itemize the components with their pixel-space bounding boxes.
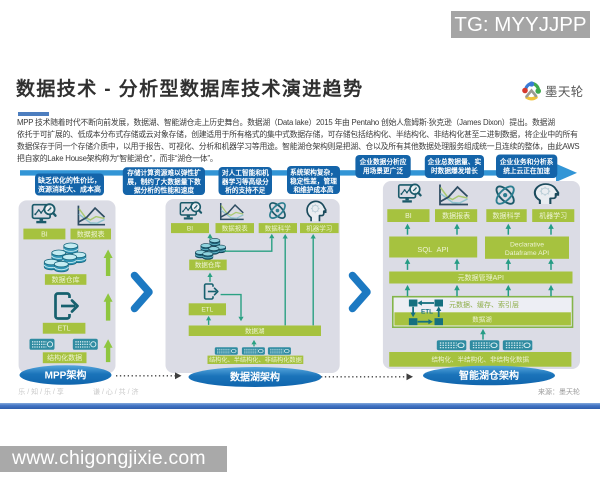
svg-text:数据报表: 数据报表 [77, 229, 105, 238]
svg-text:和维护成本高: 和维护成本高 [293, 185, 333, 194]
svg-text:析的支持不足: 析的支持不足 [225, 185, 265, 194]
svg-text:数据科学: 数据科学 [265, 223, 292, 232]
svg-text:元数据、缓存、索引层: 元数据、缓存、索引层 [449, 300, 519, 309]
svg-text:墨天轮: 墨天轮 [545, 85, 584, 99]
svg-text:元数据管理API: 元数据管理API [458, 273, 504, 282]
svg-text:SQL API: SQL API [417, 245, 448, 254]
svg-text:BI: BI [405, 213, 412, 220]
svg-text:用场景更广泛: 用场景更广泛 [362, 166, 403, 175]
svg-text:结构化、半结构化、非结构化数据: 结构化、半结构化、非结构化数据 [432, 355, 530, 364]
svg-text:数据报表: 数据报表 [442, 211, 470, 220]
svg-text:BI: BI [187, 225, 193, 232]
svg-text:企业数据分析应: 企业数据分析应 [359, 157, 407, 166]
svg-text:企业总数据量、实: 企业总数据量、实 [427, 157, 482, 166]
svg-text:稳定性差，管理: 稳定性差，管理 [290, 176, 337, 185]
svg-text:ETL: ETL [58, 326, 71, 333]
svg-text:Dataframe API: Dataframe API [505, 250, 549, 257]
svg-text:结构化、半结构化、非结构化数据: 结构化、半结构化、非结构化数据 [209, 356, 302, 364]
svg-text:资源消耗大、成本高: 资源消耗大、成本高 [38, 184, 101, 193]
svg-text:来源：墨天轮: 来源：墨天轮 [538, 387, 580, 396]
svg-text:企业业务和分析系: 企业业务和分析系 [499, 157, 554, 166]
svg-text:对人工智能和机: 对人工智能和机 [222, 168, 269, 177]
svg-text:谦 / 心 / 共 / 济: 谦 / 心 / 共 / 济 [93, 387, 139, 396]
svg-text:MPP架构: MPP架构 [45, 369, 87, 382]
svg-text:数据湖: 数据湖 [245, 326, 265, 335]
svg-text:据分析的性能和速度: 据分析的性能和速度 [134, 185, 194, 194]
svg-text:ETL: ETL [421, 308, 433, 315]
svg-text:展，制约了大数据量下数: 展，制约了大数据量下数 [127, 177, 201, 186]
svg-text:存储计算资源难以弹性扩: 存储计算资源难以弹性扩 [127, 168, 201, 177]
svg-text:数据湖: 数据湖 [472, 314, 492, 323]
svg-text:缺乏优化的性价比，: 缺乏优化的性价比， [37, 175, 101, 184]
svg-text:智能湖仓架构: 智能湖仓架构 [459, 369, 519, 382]
svg-text:时数据爆发增长: 时数据爆发增长 [431, 166, 478, 175]
svg-text:数据仓库: 数据仓库 [195, 260, 222, 269]
svg-text:器学习等高级分: 器学习等高级分 [221, 177, 269, 186]
svg-text:ETL: ETL [201, 307, 213, 314]
svg-text:系统架构复杂，: 系统架构复杂， [290, 168, 337, 177]
svg-text:数据科学: 数据科学 [493, 211, 521, 220]
svg-text:统上云正在加速: 统上云正在加速 [503, 166, 550, 175]
svg-text:结构化数据: 结构化数据 [47, 353, 82, 362]
svg-text:机器学习: 机器学习 [539, 211, 567, 220]
svg-text:数据湖架构: 数据湖架构 [230, 371, 280, 384]
svg-text:数据仓库: 数据仓库 [52, 275, 80, 284]
svg-text:机器学习: 机器学习 [306, 223, 332, 232]
svg-text:数据报表: 数据报表 [222, 223, 249, 232]
svg-text:BI: BI [41, 231, 48, 238]
svg-text:乐 / 知 / 乐 / 享: 乐 / 知 / 乐 / 享 [18, 387, 64, 396]
svg-text:Declarative: Declarative [510, 242, 544, 249]
